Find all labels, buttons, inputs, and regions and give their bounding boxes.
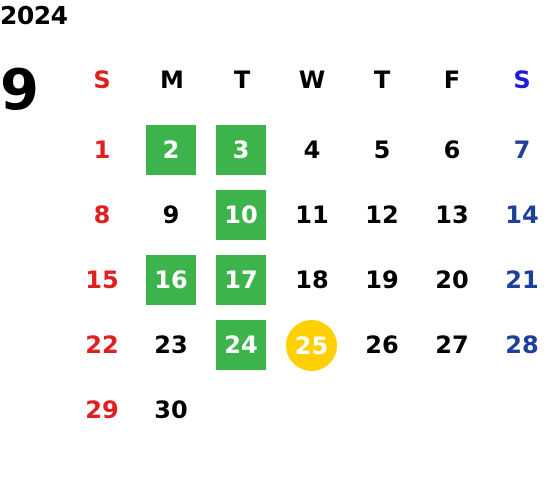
day-cell[interactable]: 19 [365, 266, 399, 294]
day-cell[interactable]: 5 [373, 136, 391, 164]
weekday-wednesday: W [298, 66, 326, 94]
day-cell[interactable]: 30 [154, 396, 188, 424]
day-cell[interactable]: 1 [93, 136, 111, 164]
day-cell[interactable]: 4 [303, 136, 321, 164]
weekday-monday: M [160, 66, 184, 94]
day-cell[interactable]: 13 [435, 201, 469, 229]
day-cell[interactable]: 21 [505, 266, 539, 294]
day-cell[interactable]: 6 [443, 136, 461, 164]
day-cell[interactable]: 28 [505, 331, 539, 359]
day-cell-highlighted[interactable]: 24 [216, 320, 266, 370]
day-cell[interactable]: 18 [295, 266, 329, 294]
day-cell[interactable]: 27 [435, 331, 469, 359]
day-cell[interactable]: 14 [505, 201, 539, 229]
day-cell[interactable]: 12 [365, 201, 399, 229]
day-cell-highlighted[interactable]: 17 [216, 255, 266, 305]
day-cell[interactable]: 7 [513, 136, 531, 164]
day-cell[interactable]: 11 [295, 201, 329, 229]
day-cell[interactable]: 26 [365, 331, 399, 359]
year-label: 2024 [0, 1, 68, 30]
day-cell[interactable]: 23 [154, 331, 188, 359]
weekday-tuesday: T [233, 66, 251, 94]
day-cell-today[interactable]: 25 [286, 320, 337, 371]
weekday-saturday: S [513, 66, 531, 94]
day-cell-highlighted[interactable]: 10 [216, 190, 266, 240]
day-cell-highlighted[interactable]: 3 [216, 125, 266, 175]
month-number: 9 [0, 58, 39, 123]
day-cell[interactable]: 9 [162, 201, 180, 229]
day-cell-highlighted[interactable]: 16 [146, 255, 196, 305]
day-cell[interactable]: 15 [85, 266, 119, 294]
day-cell[interactable]: 20 [435, 266, 469, 294]
weekday-thursday: T [373, 66, 391, 94]
day-cell[interactable]: 29 [85, 396, 119, 424]
weekday-friday: F [443, 66, 461, 94]
day-cell[interactable]: 8 [93, 201, 111, 229]
day-cell[interactable]: 22 [85, 331, 119, 359]
weekday-sunday: S [93, 66, 111, 94]
day-cell-highlighted[interactable]: 2 [146, 125, 196, 175]
